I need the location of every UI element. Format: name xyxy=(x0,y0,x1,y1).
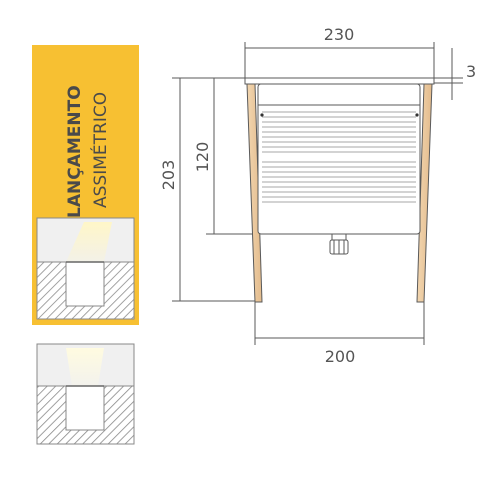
flange-height-label: 3 xyxy=(466,62,476,81)
side-panel: LANÇAMENTO ASSIMÉTRICO xyxy=(32,45,139,325)
body-height-label: 120 xyxy=(193,142,212,173)
luminaire-body xyxy=(257,83,421,235)
top-flange xyxy=(244,77,435,85)
side-panel-subtitle: ASSIMÉTRICO xyxy=(89,92,111,208)
symmetric-beam-icon xyxy=(36,343,135,445)
side-panel-title: LANÇAMENTO xyxy=(65,85,85,218)
cable-gland xyxy=(329,233,349,255)
technical-drawing: 230 3 203 120 200 xyxy=(159,25,476,366)
heat-sink-fins xyxy=(262,111,416,203)
total-height-label: 203 xyxy=(159,160,178,191)
top-width-label: 230 xyxy=(324,25,355,44)
bottom-width-label: 200 xyxy=(325,347,356,366)
asymmetric-beam-icon xyxy=(36,217,135,320)
